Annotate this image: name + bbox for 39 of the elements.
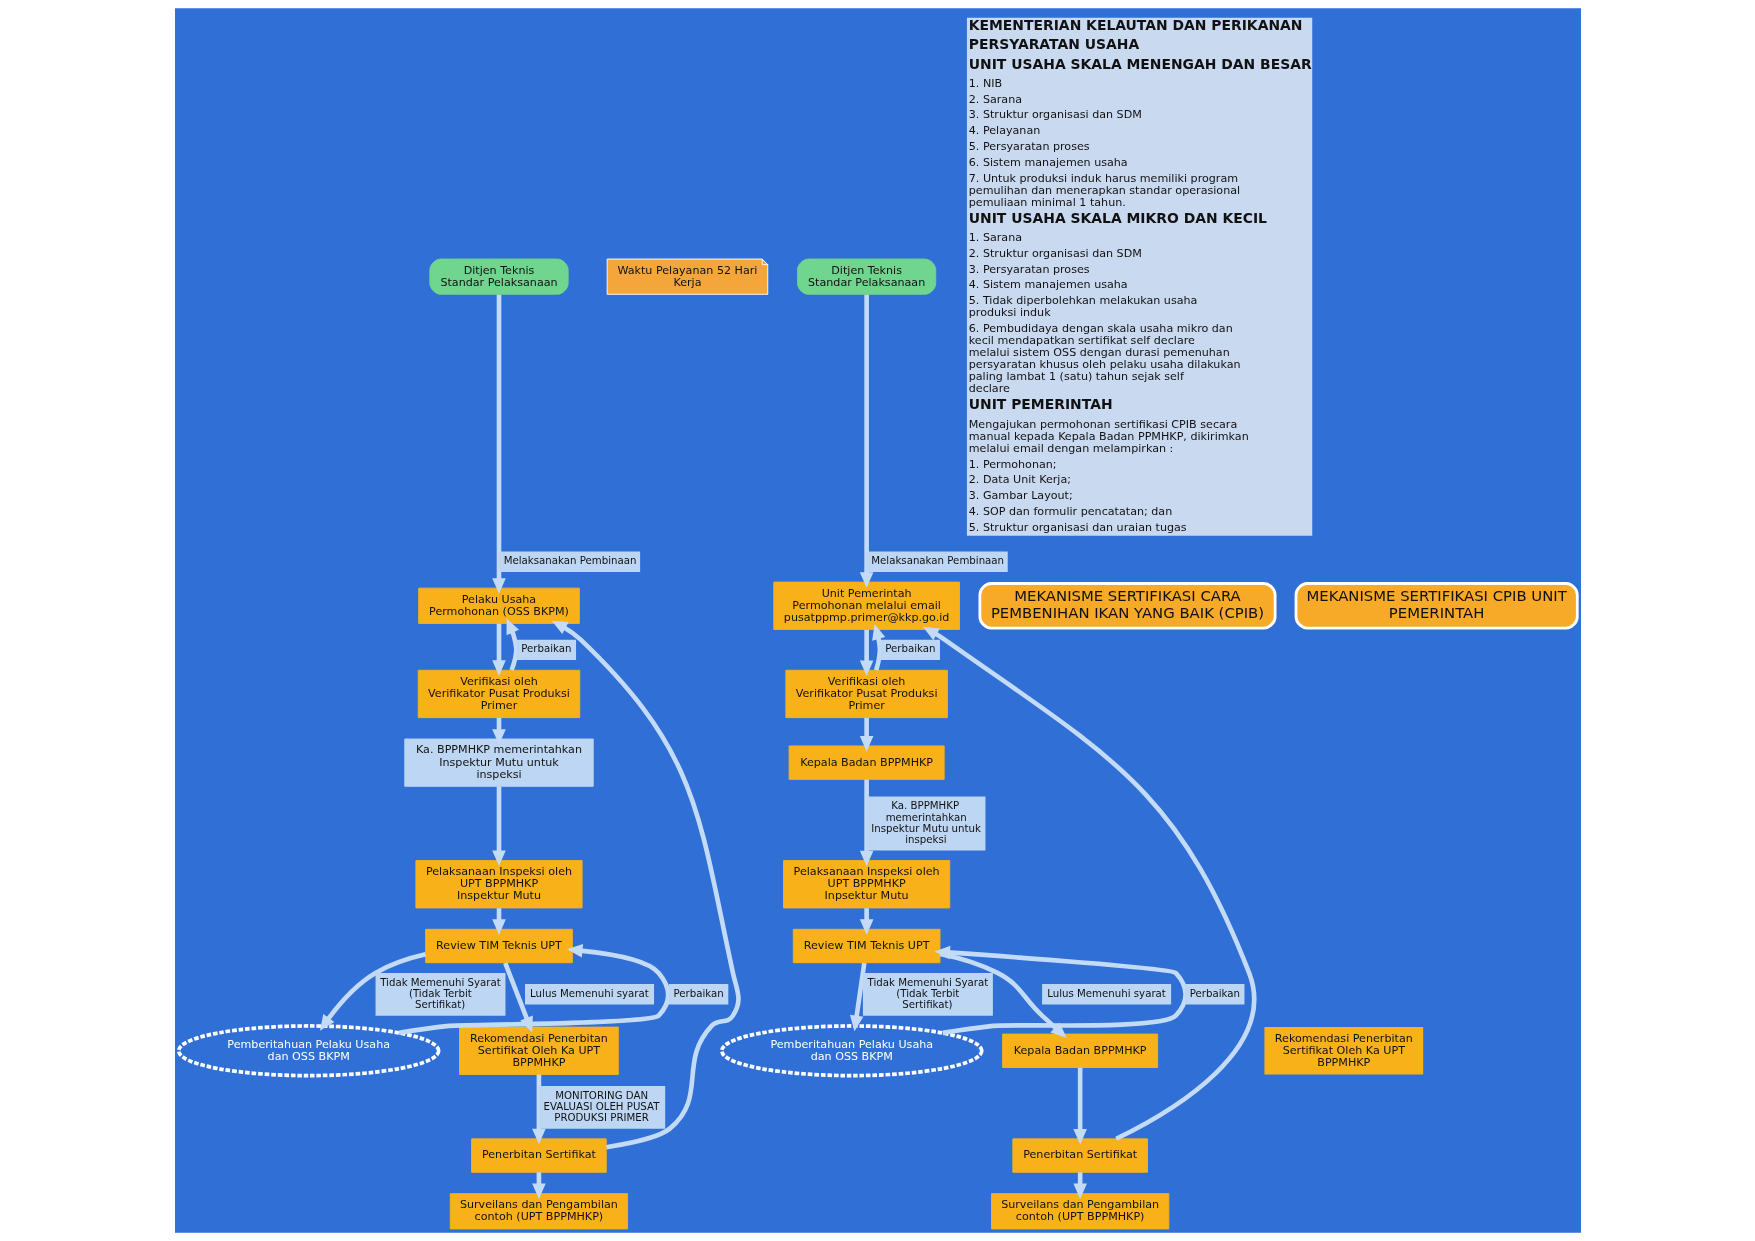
label: 6. Sistem manajemen usaha — [968, 155, 1128, 169]
label: 4. SOP dan formulir pencatatan; dan — [968, 504, 1172, 518]
edge-label: Lulus Memenuhi syarat — [529, 987, 649, 999]
label: 1. Sarana — [968, 231, 1022, 245]
label: 2. Struktur organisasi dan SDM — [968, 246, 1142, 260]
edge-label: Tidak Memenuhi Syarat (Tidak Terbit Sertifikat) — [867, 976, 988, 1011]
label: 3. Persyaratan proses — [968, 262, 1090, 276]
edge-label: Perbaikan — [520, 643, 572, 655]
label: 4. Pelayanan — [968, 124, 1040, 138]
label: 5. Tidak diperbolehkan melakukan usaha produksi induk — [968, 294, 1197, 320]
label: 2. Data Unit Kerja; — [968, 473, 1071, 487]
label: UNIT PEMERINTAH — [968, 396, 1113, 413]
label: 1. NIB — [968, 76, 1002, 90]
label: UNIT USAHA SKALA MENENGAH DAN BESAR — [968, 55, 1312, 72]
edge-label: Perbaikan — [884, 643, 935, 655]
edge-label: Melaksanakan Pembinaan — [870, 555, 1004, 567]
label: 7. Untuk produksi induk harus memiliki program pemulihan dan menerapkan standar operasional pemuliaan minimal 1 tahun. — [968, 171, 1240, 209]
label: 5. Struktur organisasi dan uraian tugas — [968, 520, 1187, 534]
edge-label: Ka. BPPMHKP memerintahkan Inspektur Mutu untuk inspeksi — [870, 800, 981, 845]
label: Rekomendasi Penerbitan Sertifikat Oleh Ka UPT BPPMHKP — [1274, 1031, 1413, 1069]
label: KEMENTERIAN KELAUTAN DAN PERIKANAN — [968, 16, 1302, 33]
label: 5. Persyaratan proses — [968, 140, 1090, 154]
label: 2. Sarana — [968, 92, 1022, 106]
edge-label: Perbaikan — [673, 987, 724, 999]
label: 3. Struktur organisasi dan SDM — [968, 108, 1142, 122]
label: UNIT USAHA SKALA MIKRO DAN KECIL — [968, 209, 1267, 226]
label: 3. Gambar Layout; — [968, 489, 1073, 503]
edge-label: Tidak Memenuhi Syarat (Tidak Terbit Sertifikat) — [379, 976, 501, 1011]
label: Mengajukan permohonan sertifikasi CPIB secara manual kepada Kepala Badan PPMHKP, dikirimkan melalui email dengan melampirkan : — [968, 417, 1249, 455]
edge-label: Perbaikan — [1189, 987, 1240, 999]
edge-label: MONITORING DAN EVALUASI OLEH PUSAT PRODUKSI PRIMER — [543, 1089, 659, 1124]
edge-label: Lulus Memenuhi syarat — [1046, 987, 1166, 999]
label: 4. Sistem manajemen usaha — [968, 278, 1128, 292]
label: PERSYARATAN USAHA — [968, 36, 1139, 53]
label: 1. Permohonan; — [968, 457, 1057, 471]
edge-label: Melaksanakan Pembinaan — [503, 555, 636, 567]
label: MEKANISME SERTIFIKASI CPIB UNIT PEMERINTAH — [1306, 586, 1567, 622]
label: MEKANISME SERTIFIKASI CARA PEMBENIHAN IKAN YANG BAIK (CPIB) — [990, 586, 1264, 622]
label: 6. Pembudidaya dengan skala usaha mikro dan kecil mendapatkan sertifikat self declare melalui sistem OSS dengan durasi pemenuhan persyaratan khusus oleh pelaku usaha dilakukan paling lambat 1 (satu) tahun sejak self declare — [968, 322, 1241, 396]
